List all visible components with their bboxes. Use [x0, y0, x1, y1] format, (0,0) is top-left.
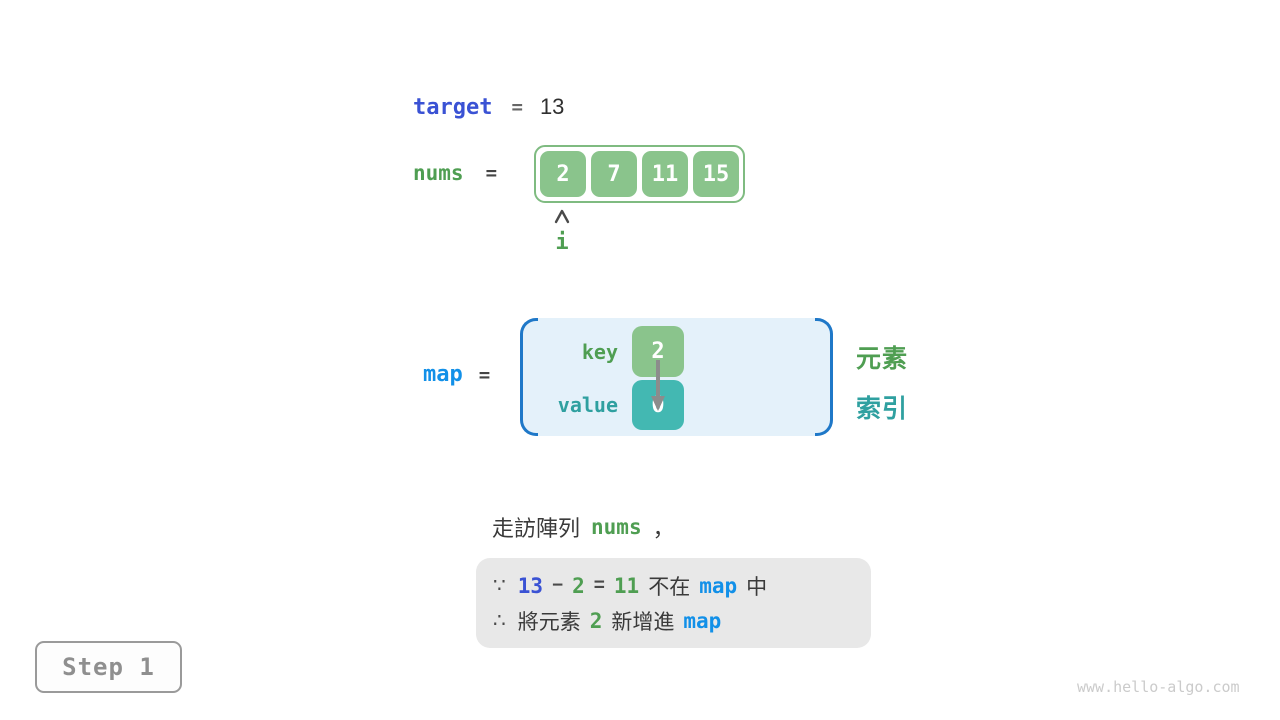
nums-keyword: nums — [413, 161, 464, 185]
therefore-symbol: ∴ — [493, 610, 506, 632]
note-not-in-text: 不在 — [648, 575, 691, 599]
caption-nums-code: nums — [591, 515, 642, 539]
nums-array: 2 7 11 15 — [534, 145, 745, 203]
array-cell: 7 — [591, 151, 637, 197]
key-to-value-arrow-icon — [651, 360, 665, 411]
note-box: ∵ 13 − 2 = 11 不在 map 中 ∴ 將元素 2 新增進 map — [476, 558, 871, 648]
because-symbol: ∵ — [493, 575, 506, 597]
array-cell: 2 — [540, 151, 586, 197]
map-left-bracket — [520, 318, 538, 436]
note-middle-text: 新增進 — [611, 610, 675, 634]
map-equals-sign: = — [478, 363, 491, 386]
map-right-bracket — [815, 318, 833, 436]
caption-prefix: 走訪陣列 — [492, 516, 581, 541]
note-prefix-text: 將元素 — [517, 610, 581, 634]
note-minuend: 13 — [517, 573, 544, 598]
index-side-label: 索引 — [856, 395, 909, 423]
caption-comma: ， — [652, 516, 675, 541]
note-map-code: map — [683, 608, 722, 633]
map-key-label: key — [581, 340, 618, 364]
equals-sign: = — [593, 574, 605, 596]
element-side-label: 元素 — [856, 345, 909, 373]
step-label: Step 1 — [62, 653, 155, 681]
note-map-code: map — [699, 573, 738, 598]
note-element-value: 2 — [589, 608, 603, 633]
index-pointer-label: i — [555, 230, 569, 255]
map-line-label: map = — [423, 362, 490, 387]
array-cell: 15 — [693, 151, 739, 197]
target-equals-sign: = — [511, 96, 523, 118]
note-difference: 11 — [613, 573, 640, 598]
note-suffix-text: 中 — [746, 575, 768, 599]
map-container: key 2 value 0 — [520, 318, 833, 436]
watermark: www.hello-algo.com — [1077, 678, 1240, 696]
index-pointer-caret-icon — [554, 209, 570, 224]
nums-equals-sign: = — [485, 162, 498, 184]
nums-line-label: nums = — [413, 161, 497, 185]
note-line-2: ∴ 將元素 2 新增進 map — [493, 603, 871, 638]
target-keyword: target — [413, 94, 493, 120]
target-line: target = 13 — [413, 94, 564, 120]
target-value: 13 — [539, 94, 565, 119]
array-cell: 11 — [642, 151, 688, 197]
map-keyword: map — [423, 362, 463, 387]
note-subtrahend: 2 — [572, 573, 585, 598]
note-line-1: ∵ 13 − 2 = 11 不在 map 中 — [493, 568, 871, 603]
caption-line: 走訪陣列 nums ， — [492, 511, 675, 543]
map-value-label: value — [557, 393, 618, 417]
step-badge: Step 1 — [35, 641, 182, 693]
minus-sign: − — [552, 574, 564, 596]
